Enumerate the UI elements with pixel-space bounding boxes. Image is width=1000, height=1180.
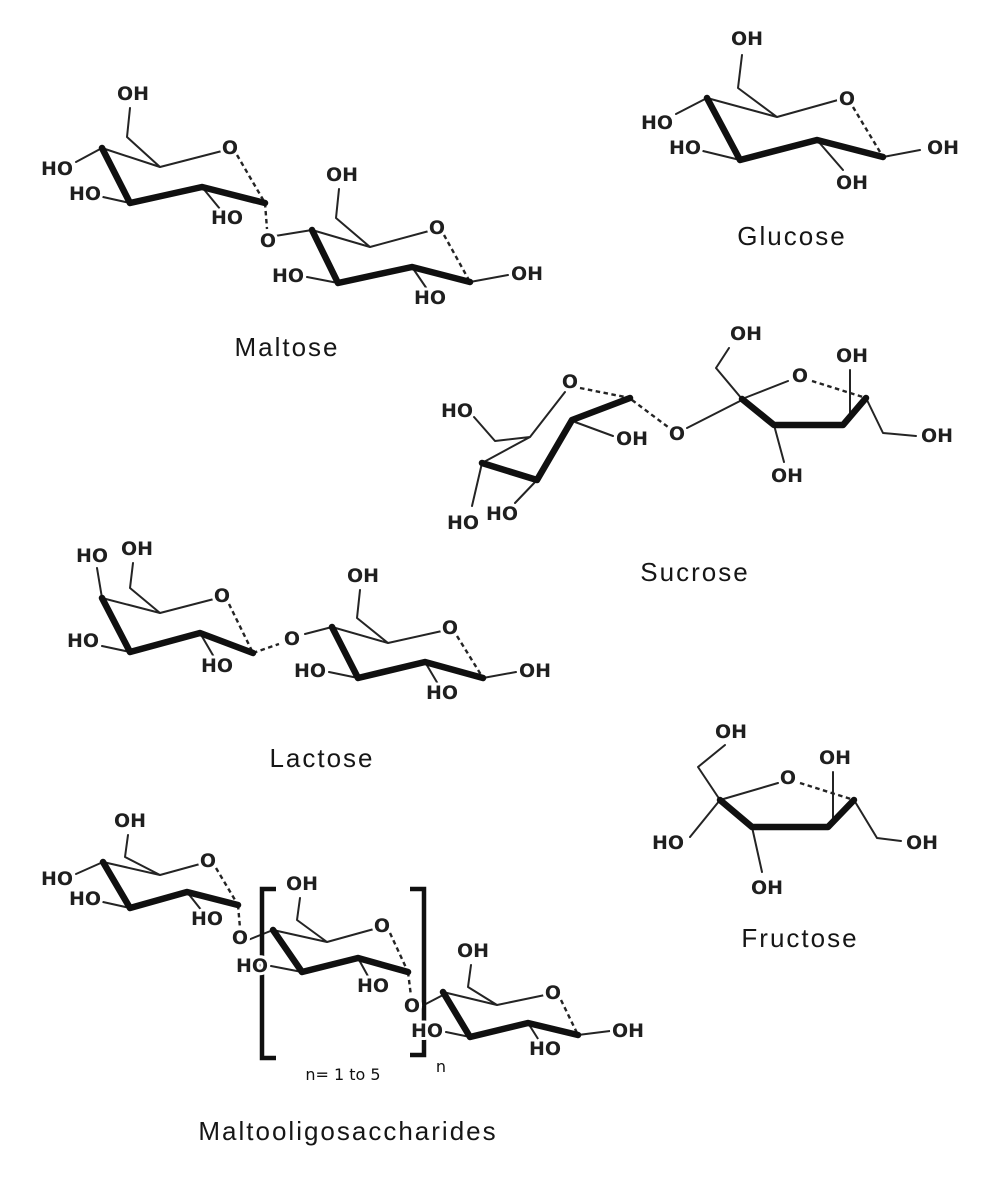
maltose-bonds-bold — [98, 144, 474, 287]
lactose-name-label: Lactose — [269, 743, 374, 773]
malto-r3-c2-ho-label: HO — [529, 1038, 561, 1060]
maltose-r2-c6-oh-label: OH — [326, 164, 358, 186]
glucose-c1-oh-label: OH — [927, 137, 959, 159]
sucrose-f-c4-oh-bottom-label: OH — [771, 465, 803, 487]
maltose-glycosidic-o-label: O — [260, 230, 276, 252]
lactose-glycosidic-o-label: O — [284, 628, 300, 650]
fructose-bonds-dashed — [799, 781, 855, 802]
malto-bonds-dashed — [214, 867, 580, 1036]
maltose-r1-c4-ho-label: HO — [41, 158, 73, 180]
malto-r3-ring-o-label: O — [545, 982, 561, 1004]
malto-r1-c2-ho-label: HO — [191, 908, 223, 930]
lactose-r1-c3-ho-label: HO — [67, 630, 99, 652]
malto-r1-c4-ho-label: HO — [41, 868, 73, 890]
fructose-structure: OH O OH HO OH OH Fructose — [649, 718, 941, 953]
malto-bonds-thin — [75, 834, 611, 1043]
malto-r3-c1-oh-label: OH — [612, 1020, 644, 1042]
maltose-name-label: Maltose — [234, 332, 339, 362]
fructose-c4-oh-bottom-label: OH — [751, 877, 783, 899]
glucose-bonds-bold — [703, 94, 887, 164]
maltose-bonds-thin — [75, 107, 509, 290]
maltose-r2-c1-oh-label: OH — [511, 263, 543, 285]
sucrose-g-c4-ho-label: HO — [447, 512, 479, 534]
malto-bonds-bold — [99, 858, 582, 1041]
malto-bracket-subscript-n: n — [436, 1057, 446, 1076]
lactose-r2-c1-oh-label: OH — [519, 660, 551, 682]
maltose-r1-ring-o-label: O — [222, 137, 238, 159]
sucrose-f-c3-oh-top-label: OH — [836, 345, 868, 367]
lactose-r2-c6-oh-label: OH — [347, 565, 379, 587]
lactose-r1-c4-ho-top-label: HO — [76, 545, 108, 567]
malto-r2-ring-o-label: O — [374, 915, 390, 937]
lactose-r1-ring-o-label: O — [214, 585, 230, 607]
fructose-bonds-thin — [689, 744, 902, 873]
fructose-c2-ho-label: HO — [652, 832, 684, 854]
malto-r1-ring-o-label: O — [200, 850, 216, 872]
sucrose-structure: HO O OH HO HO O OH O OH OH OH Sucrose — [438, 320, 956, 587]
lactose-structure: HO OH O HO HO O OH O HO HO OH Lactose — [64, 535, 554, 773]
sucrose-g-c6-ho-label: HO — [441, 400, 473, 422]
fructose-c3-oh-top-label: OH — [819, 747, 851, 769]
sucrose-bonds-thin — [471, 347, 917, 507]
maltose-r1-c6-oh-label: OH — [117, 83, 149, 105]
maltose-r2-c2-ho-label: HO — [414, 287, 446, 309]
malto-glycosidic-o-1-label: O — [232, 927, 248, 949]
fructose-c1-oh-label: OH — [715, 721, 747, 743]
malto-repeat-range-label: n= 1 to 5 — [305, 1065, 380, 1084]
fructose-ring-o-label: O — [780, 767, 796, 789]
sucrose-name-label: Sucrose — [640, 557, 749, 587]
maltose-r1-c3-ho-label: HO — [69, 183, 101, 205]
malto-r1-c6-oh-label: OH — [114, 810, 146, 832]
sucrose-g-ring-o-label: O — [562, 371, 578, 393]
glucose-name-label: Glucose — [737, 221, 846, 251]
glucose-c6-oh-label: OH — [731, 28, 763, 50]
glucose-c4-ho-label: HO — [641, 112, 673, 134]
lactose-bonds-dashed — [227, 603, 485, 679]
lactose-r2-c3-ho-label: HO — [294, 660, 326, 682]
glucose-c3-ho-label: HO — [669, 137, 701, 159]
lactose-bonds-bold — [98, 594, 487, 682]
sucrose-bonds-bold — [478, 394, 870, 484]
maltose-r1-c2-ho-label: HO — [211, 207, 243, 229]
lactose-bonds-thin — [96, 562, 517, 685]
maltooligosaccharides-structure: OH O HO HO HO O OH O HO HO O OH O HO HO … — [38, 807, 647, 1146]
lactose-r2-c2-ho-label: HO — [426, 682, 458, 704]
lactose-r1-c6-oh-label: OH — [121, 538, 153, 560]
malto-r3-c6-oh-label: OH — [457, 940, 489, 962]
malto-r2-c3-ho-label: HO — [236, 955, 268, 977]
glucose-bonds-thin — [675, 54, 921, 171]
malto-glycosidic-o-2-label: O — [404, 995, 420, 1017]
malto-r3-c3-ho-label: HO — [411, 1020, 443, 1042]
sucrose-g-c3-ho-label: HO — [486, 503, 518, 525]
glucose-bonds-dashed — [851, 106, 885, 158]
lactose-r1-c2-ho-label: HO — [201, 655, 233, 677]
lactose-r2-ring-o-label: O — [442, 617, 458, 639]
glucose-c2-oh-label: OH — [836, 172, 868, 194]
glucose-ring-o-label: O — [839, 88, 855, 110]
fructose-name-label: Fructose — [741, 923, 858, 953]
maltose-r2-ring-o-label: O — [429, 217, 445, 239]
sucrose-f-c6-oh-label: OH — [921, 425, 953, 447]
malto-repeat-brackets — [259, 886, 427, 1061]
sucrose-g-c2-oh-label: OH — [616, 428, 648, 450]
sucrose-glycosidic-o-label: O — [669, 423, 685, 445]
sucrose-bonds-dashed — [579, 379, 867, 428]
glucose-structure: OH O HO HO OH OH Glucose — [638, 25, 962, 251]
maltose-structure: OH O HO HO HO O OH O HO HO OH Maltose — [38, 80, 546, 362]
malto-r1-c3-ho-label: HO — [69, 888, 101, 910]
fructose-bonds-bold — [716, 796, 858, 831]
fructose-c6-oh-label: OH — [906, 832, 938, 854]
maltose-r2-c3-ho-label: HO — [272, 265, 304, 287]
maltose-bonds-dashed — [235, 154, 472, 283]
sucrose-f-ring-o-label: O — [792, 365, 808, 387]
sucrose-f-c1-oh-label: OH — [730, 323, 762, 345]
malto-r2-c2-ho-label: HO — [357, 975, 389, 997]
malto-r2-c6-oh-label: OH — [286, 873, 318, 895]
maltooligosaccharides-name-label: Maltooligosaccharides — [198, 1116, 497, 1146]
